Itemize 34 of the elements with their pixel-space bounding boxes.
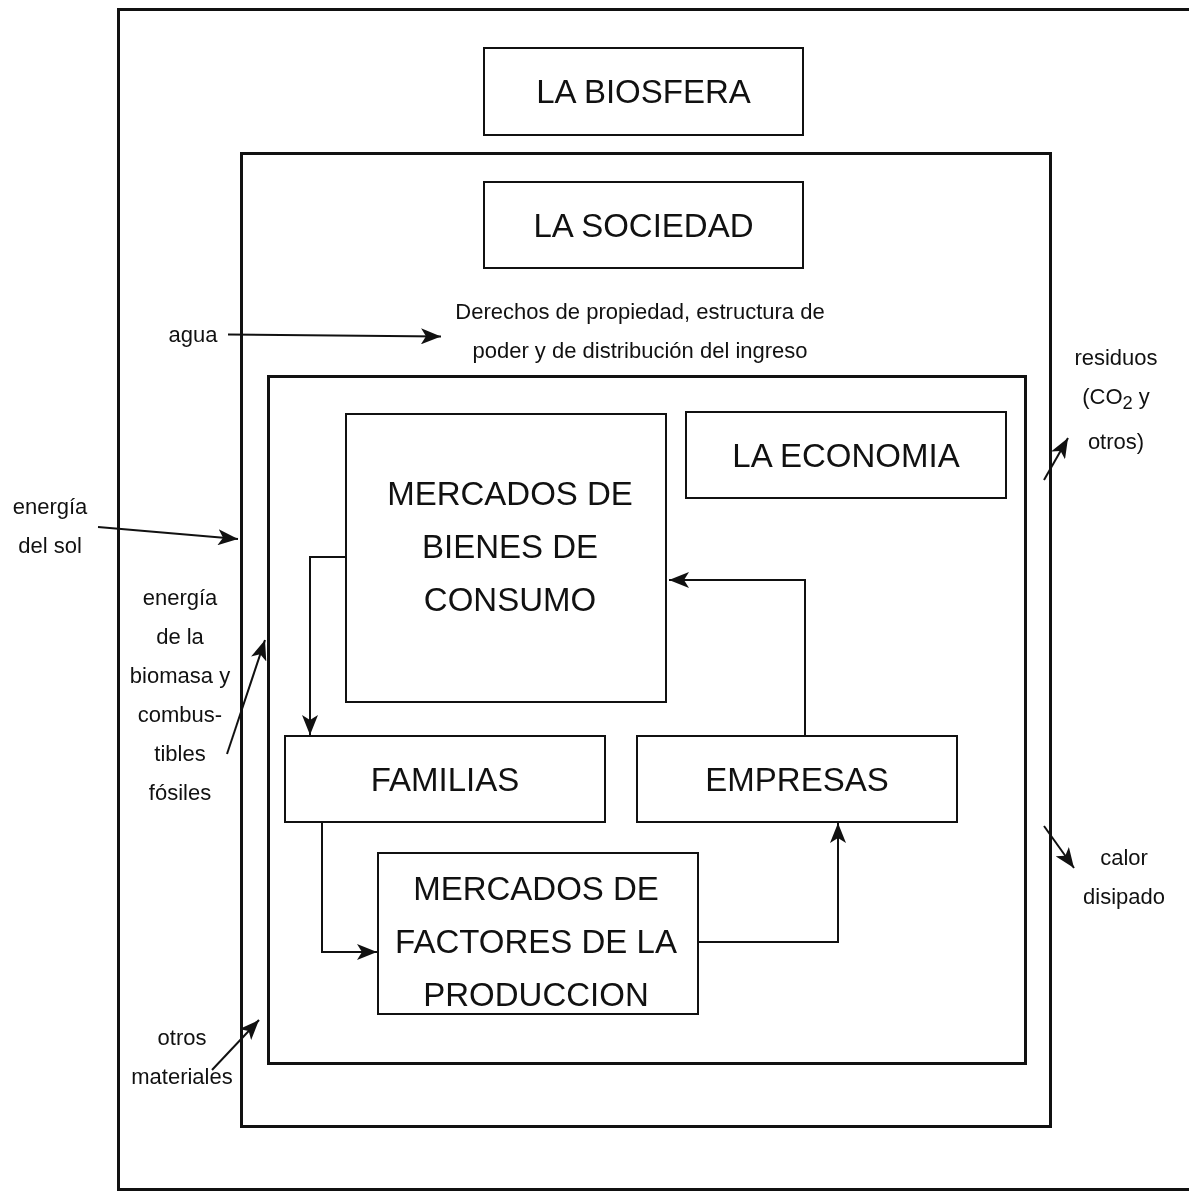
- frame-box: [240, 152, 1052, 1128]
- title-box: [636, 735, 958, 823]
- flow-label: residuos (CO$_{2}$ y otros): [1068, 338, 1164, 455]
- flow-label: energía del sol: [2, 487, 98, 565]
- box-label: LA BIOSFERA: [536, 72, 751, 111]
- box-label: EMPRESAS: [705, 759, 889, 799]
- arrow: [302, 556, 346, 736]
- flow-label: energía de la biomasa y combus- tibles fósiles: [129, 578, 231, 812]
- box-label: FAMILIAS: [370, 759, 520, 799]
- arrow: [227, 328, 442, 345]
- arrow: [1043, 825, 1075, 869]
- box-label: MERCADOS DE BIENES DE CONSUMO: [386, 474, 634, 620]
- arrow: [1043, 437, 1069, 481]
- flow-label: otros materiales: [122, 1018, 242, 1096]
- box-label: LA SOCIEDAD: [533, 205, 754, 245]
- title-box: [284, 735, 606, 823]
- title-box: [685, 411, 1007, 499]
- flow-label: Derechos de propiedad, estructura de poder y de distribución del ingreso: [445, 292, 835, 370]
- title-box: [483, 47, 804, 136]
- arrow: [668, 572, 806, 736]
- frame-box: [117, 8, 1189, 1191]
- arrow: [321, 822, 378, 960]
- box-label: MERCADOS DE FACTORES DE LA PRODUCCION: [395, 869, 677, 1015]
- box-label: LA ECONOMIA: [732, 435, 960, 475]
- arrow: [698, 822, 846, 943]
- process-box: [345, 413, 667, 703]
- flow-label: agua: [160, 315, 226, 354]
- flow-label: calor disipado: [1074, 838, 1174, 916]
- process-box: [377, 852, 699, 1015]
- arrow: [226, 639, 267, 755]
- arrow: [97, 526, 239, 546]
- arrow: [211, 1019, 260, 1071]
- frame-box: [267, 375, 1027, 1065]
- title-box: [483, 181, 804, 269]
